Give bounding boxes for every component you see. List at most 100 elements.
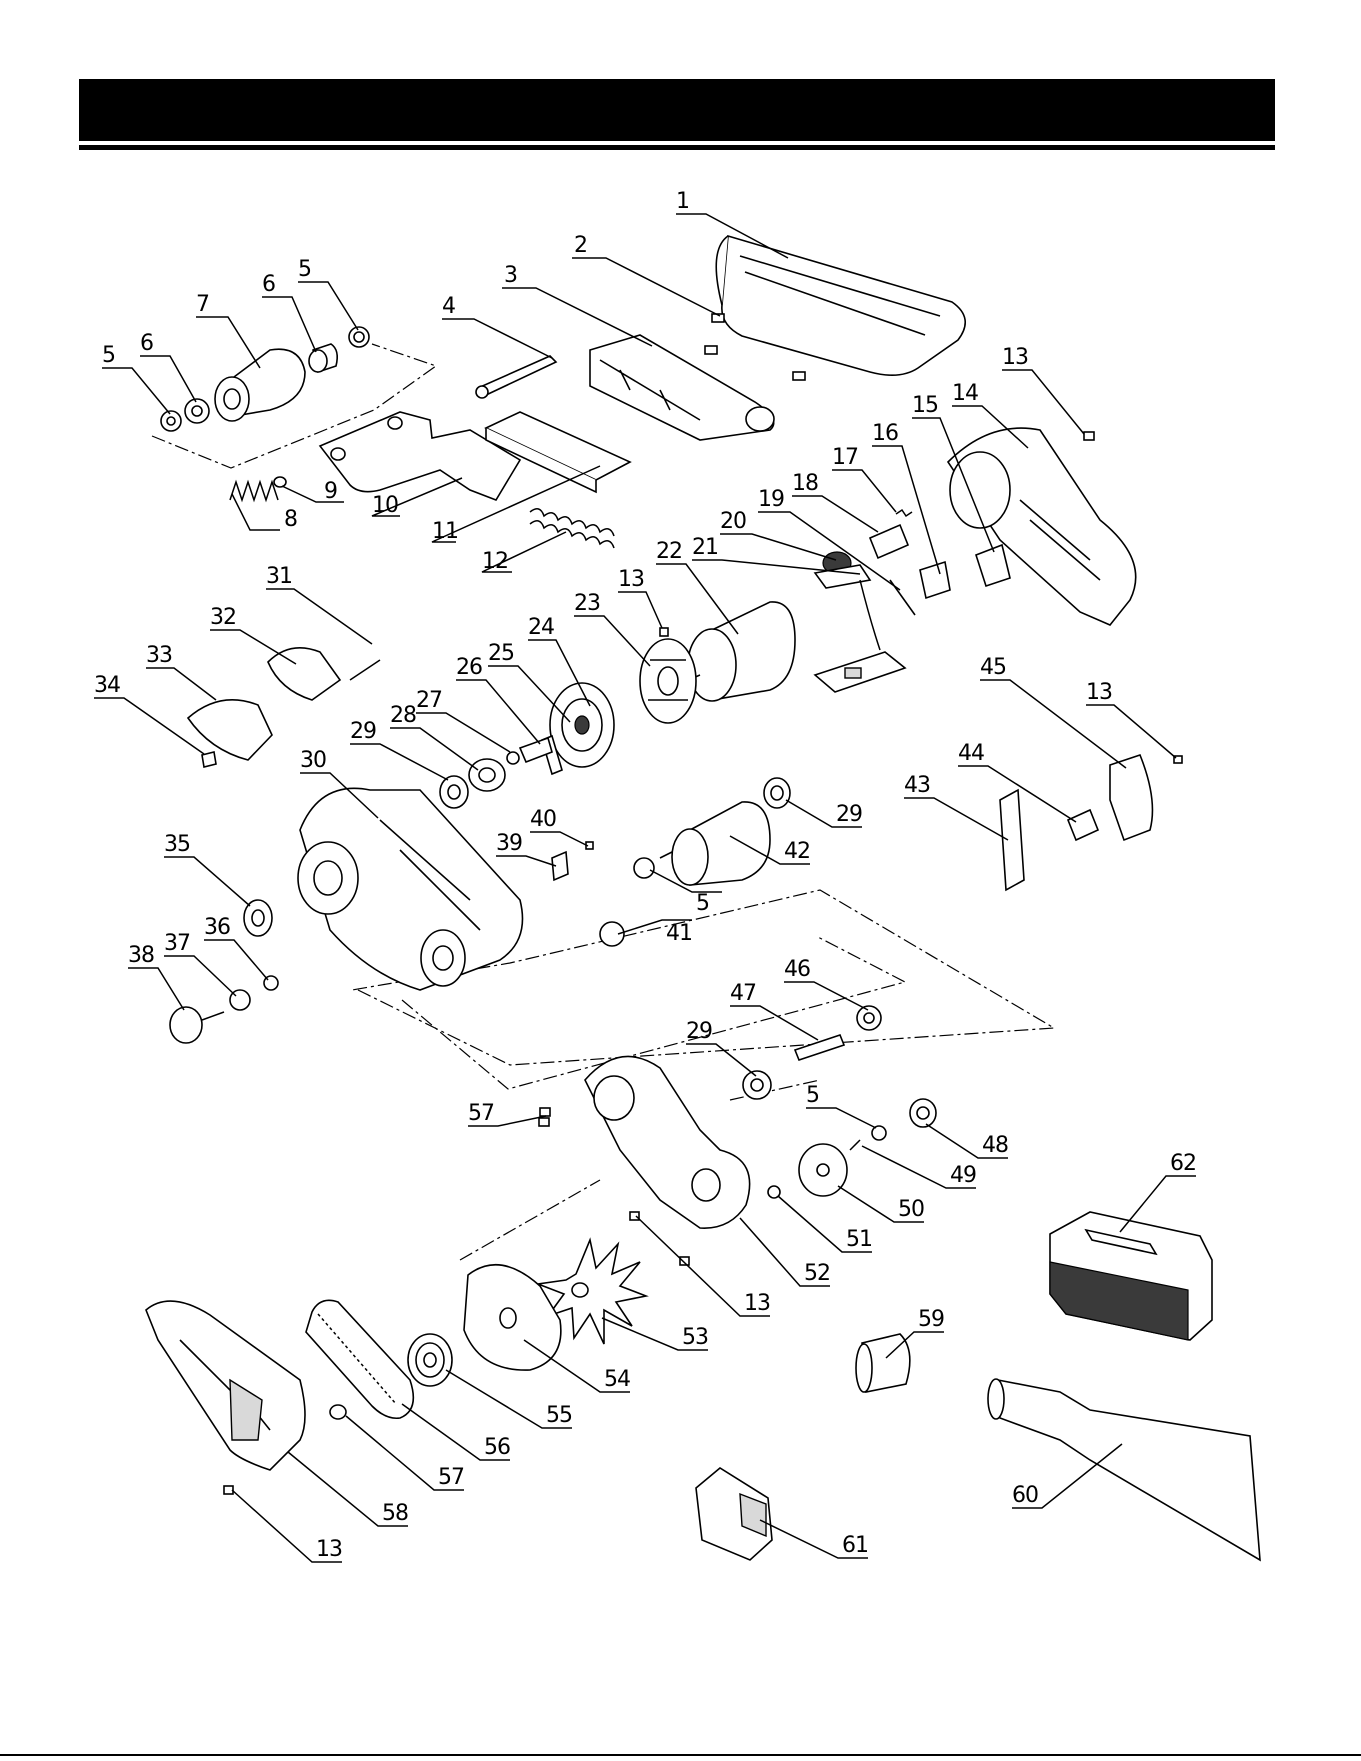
callout-54: 54: [604, 1367, 630, 1392]
screw-57: [539, 1118, 549, 1126]
callout-35: 35: [164, 832, 190, 857]
callout-28: 28: [390, 703, 416, 728]
callout-31: 31: [266, 564, 292, 589]
motor-plate: [640, 639, 696, 723]
callout-47: 47: [730, 981, 756, 1006]
callout-6-left: 6: [140, 331, 153, 356]
callout-61: 61: [842, 1533, 868, 1558]
callout-51: 51: [846, 1227, 872, 1252]
pulley-55: [408, 1334, 452, 1386]
bracket-39: [552, 842, 593, 880]
callout-36: 36: [204, 915, 230, 940]
callout-4: 4: [442, 294, 455, 319]
callout-57-lower: 57: [438, 1465, 464, 1490]
spring-12: [530, 509, 614, 548]
motor: [686, 602, 795, 701]
callout-1: 1: [676, 189, 689, 214]
callout-40: 40: [530, 807, 556, 832]
callout-38: 38: [128, 943, 154, 968]
callout-56: 56: [484, 1435, 510, 1460]
callout-52: 52: [804, 1261, 830, 1286]
callout-5-middle: 5: [696, 891, 709, 916]
callout-5-top: 5: [298, 257, 311, 282]
callout-53: 53: [682, 1325, 708, 1350]
callout-22: 22: [656, 539, 682, 564]
callout-58: 58: [382, 1501, 408, 1526]
callout-59: 59: [918, 1307, 944, 1332]
shaft-4: [476, 356, 556, 398]
adapter-61: [696, 1468, 772, 1560]
belt-cover: [146, 1301, 305, 1494]
dust-nozzle: [988, 1379, 1260, 1560]
spring-8: [230, 482, 278, 500]
callout-29-upper: 29: [350, 719, 376, 744]
sanding-belt: [716, 236, 965, 375]
clip-9: [274, 477, 286, 487]
callout-34: 34: [94, 673, 120, 698]
nut-57: [330, 1405, 346, 1419]
tension-bracket: [320, 412, 520, 500]
callout-13-motor: 13: [618, 567, 644, 592]
callout-21: 21: [692, 535, 718, 560]
callout-43: 43: [904, 773, 930, 798]
screw-13-a: [1084, 432, 1094, 440]
callout-29-right: 29: [836, 802, 862, 827]
disc-54: [464, 1265, 561, 1370]
callout-3: 3: [504, 263, 517, 288]
callout-8: 8: [284, 507, 297, 532]
callout-50: 50: [898, 1197, 924, 1222]
callout-5-left: 5: [102, 343, 115, 368]
callout-30: 30: [300, 748, 326, 773]
callout-7: 7: [196, 292, 209, 317]
callout-16: 16: [872, 421, 898, 446]
drive-belt: [306, 1300, 413, 1418]
screw-13-b: [660, 628, 668, 636]
callout-33: 33: [146, 643, 172, 668]
roller-assembly: [161, 327, 369, 431]
callout-25: 25: [488, 641, 514, 666]
drive-drum-group: [600, 778, 790, 946]
callout-12: 12: [482, 549, 508, 574]
callout-60: 60: [1012, 1483, 1038, 1508]
callout-62: 62: [1170, 1151, 1196, 1176]
callout-41: 41: [666, 921, 692, 946]
callout-42: 42: [784, 839, 810, 864]
callout-15: 15: [912, 393, 938, 418]
callout-32: 32: [210, 605, 236, 630]
callout-27: 27: [416, 688, 442, 713]
callout-5-lower: 5: [806, 1083, 819, 1108]
battery-receptacle: [1000, 755, 1182, 890]
callout-48: 48: [982, 1133, 1008, 1158]
callout-19: 19: [758, 487, 784, 512]
clamp-group: [188, 648, 380, 767]
callout-49: 49: [950, 1163, 976, 1188]
callout-24: 24: [528, 615, 554, 640]
callout-46: 46: [784, 957, 810, 982]
bottom-rule: [0, 1754, 1361, 1756]
callout-13-right: 13: [1086, 680, 1112, 705]
callout-26: 26: [456, 655, 482, 680]
platen: [590, 335, 774, 440]
fan-24: [550, 683, 614, 767]
callout-2: 2: [574, 233, 587, 258]
callout-29-lower: 29: [686, 1019, 712, 1044]
callout-17: 17: [832, 445, 858, 470]
callout-9: 9: [324, 479, 337, 504]
battery-62: [1050, 1212, 1212, 1340]
callout-11: 11: [432, 519, 458, 544]
callout-57-upper: 57: [468, 1101, 494, 1126]
callout-18: 18: [792, 471, 818, 496]
callout-13-lower: 13: [744, 1291, 770, 1316]
callout-20: 20: [720, 509, 746, 534]
callout-39: 39: [496, 831, 522, 856]
callout-23: 23: [574, 591, 600, 616]
housing-cover: [948, 428, 1136, 625]
callout-13-bottom: 13: [316, 1537, 342, 1562]
callout-13-top-right: 13: [1002, 345, 1028, 370]
callout-45: 45: [980, 655, 1006, 680]
gear-housing: [540, 1056, 750, 1265]
callout-14: 14: [952, 381, 978, 406]
main-housing: [298, 788, 523, 990]
callout-37: 37: [164, 931, 190, 956]
